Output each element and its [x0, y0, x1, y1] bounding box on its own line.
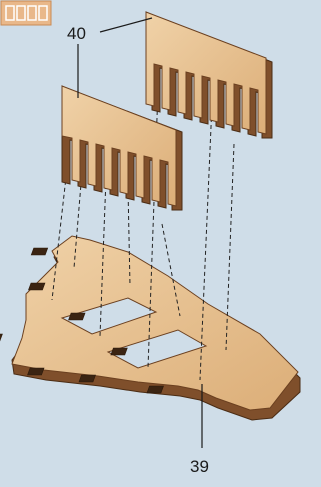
corner-logo-icon — [0, 0, 52, 26]
slot — [28, 368, 45, 375]
callout-label-40: 40 — [67, 24, 86, 44]
base-plate-face — [12, 236, 298, 410]
slot — [28, 283, 45, 290]
leader-40-back — [100, 18, 152, 32]
slot — [79, 375, 96, 382]
slot — [111, 348, 128, 355]
callout-label-39: 39 — [190, 457, 209, 477]
slot — [147, 386, 164, 393]
comb-piece-back-part-40 — [146, 12, 272, 138]
slot — [0, 334, 2, 341]
base-plate-part-39 — [0, 236, 300, 420]
slot — [31, 248, 48, 255]
slot — [69, 313, 86, 320]
